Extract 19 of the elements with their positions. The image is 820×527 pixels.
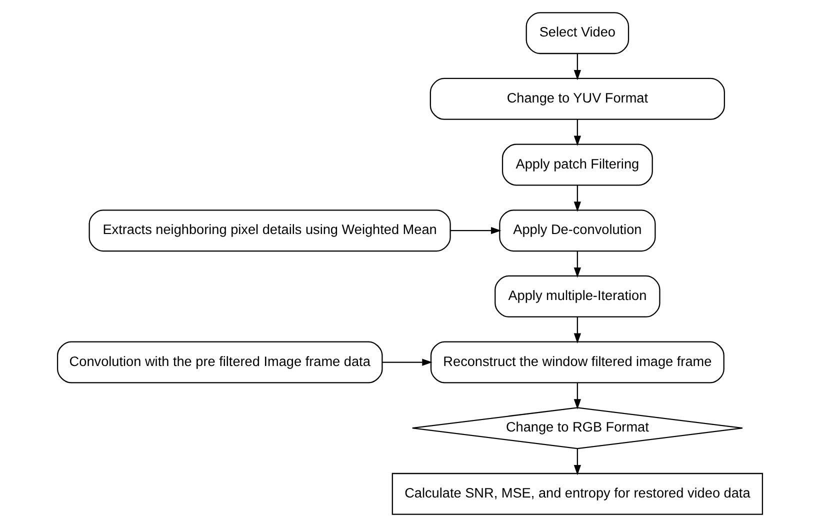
node-box: Reconstruct the window filtered image frame xyxy=(430,341,724,384)
arrow xyxy=(574,119,582,146)
arrow xyxy=(574,382,582,410)
node-box: Change to YUV Format xyxy=(430,78,725,120)
node-box: Convolution with the pre filtered Image frame data xyxy=(56,341,383,384)
node-box: Select Video xyxy=(526,12,630,54)
arrow xyxy=(382,358,432,366)
arrow xyxy=(574,251,582,278)
node-diamond: Change to RGB Format xyxy=(412,407,744,450)
arrow xyxy=(450,227,502,234)
node-box: Apply multiple-Iteration xyxy=(494,275,660,318)
arrow xyxy=(574,316,582,344)
arrow xyxy=(574,54,582,80)
node-box: Extracts neighboring pixel details using Weighted Mean xyxy=(88,210,451,252)
node-box: Apply patch Filtering xyxy=(502,144,653,186)
node-box: Apply De-convolution xyxy=(499,210,656,252)
arrow xyxy=(574,448,582,476)
node-box: Calculate SNR, MSE, and entropy for restored video data xyxy=(392,472,764,515)
arrow xyxy=(574,185,582,212)
